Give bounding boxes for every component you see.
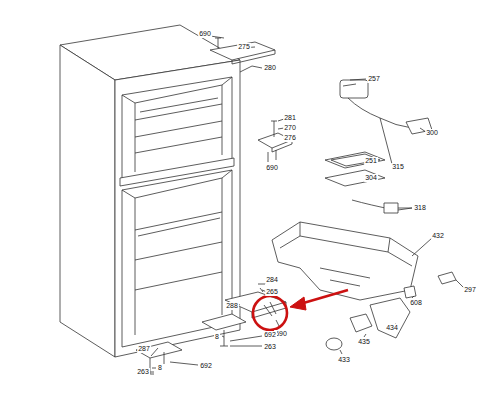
callout-number: 280	[263, 64, 277, 72]
callout-number: 435	[357, 338, 371, 346]
callout-number: 284	[265, 276, 279, 284]
callout-number: 270	[283, 124, 297, 132]
callout-number: 263	[136, 368, 150, 376]
callout-number: 318	[413, 204, 427, 212]
callout-number: 692	[263, 331, 277, 339]
callout-number: 315	[391, 163, 405, 171]
callout-number: 288	[225, 302, 239, 310]
callout-number: 433	[337, 356, 351, 364]
callout-number: 8	[157, 364, 163, 372]
callout-number: 434	[385, 324, 399, 332]
callout-number: 281	[283, 114, 297, 122]
callout-number: 297	[463, 286, 477, 294]
callout-number: 300	[425, 129, 439, 137]
callout-number: 265	[265, 288, 279, 296]
callout-number: 690	[198, 30, 212, 38]
callout-number: 257	[367, 75, 381, 83]
callout-number: 287	[137, 345, 151, 353]
callout-number: 304	[364, 174, 378, 182]
callout-number: 276	[283, 134, 297, 142]
callout-number: 432	[431, 232, 445, 240]
callout-number: 275	[237, 43, 251, 51]
callout-number: 251	[364, 157, 378, 165]
callout-number: 263	[263, 343, 277, 351]
callout-number: 692	[199, 362, 213, 370]
callout-number: 8	[214, 333, 220, 341]
callout-number: 690	[265, 164, 279, 172]
callout-number: 608	[409, 299, 423, 307]
